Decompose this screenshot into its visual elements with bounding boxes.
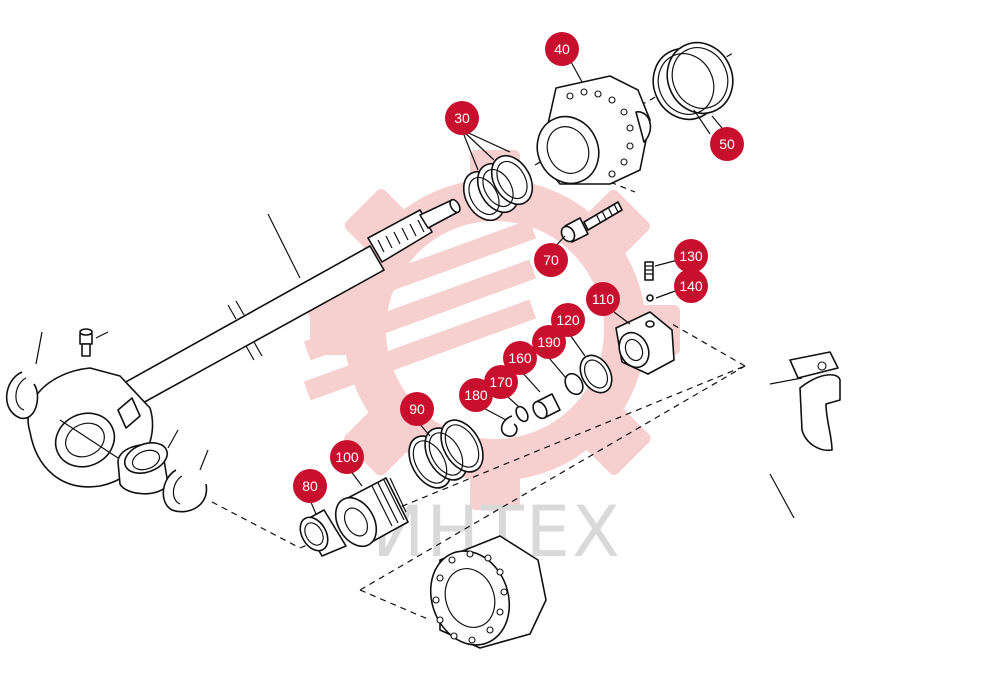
- bolt-holes: [566, 88, 634, 178]
- ring-180: [500, 415, 518, 438]
- gear-watermark-icon: [303, 150, 680, 510]
- callout-40[interactable]: 40: [545, 32, 579, 66]
- callout-170[interactable]: 170: [484, 365, 518, 399]
- ring-160: [532, 393, 561, 420]
- svg-text:40: 40: [554, 41, 570, 57]
- set-screw-130: [644, 261, 654, 281]
- svg-text:90: 90: [409, 401, 425, 417]
- piston-rings-90: [408, 419, 484, 489]
- svg-text:50: 50: [719, 136, 735, 152]
- seal-rings-30: [462, 154, 534, 222]
- ball-140: [646, 294, 654, 302]
- nut-110: [615, 311, 675, 375]
- o-rings-50: [652, 41, 734, 121]
- callout-140[interactable]: 140: [674, 269, 708, 303]
- retaining-ring-left: [5, 331, 43, 419]
- watermark: ИНТЕХ: [303, 150, 680, 573]
- svg-text:30: 30: [454, 110, 470, 126]
- callout-80[interactable]: 80: [293, 469, 327, 503]
- bushing-80: [299, 509, 347, 557]
- retaining-ring-right: [162, 449, 209, 513]
- cylinder-flange: [429, 535, 547, 649]
- callout-100[interactable]: 100: [330, 440, 364, 474]
- callout-190[interactable]: 190: [532, 325, 566, 359]
- callout-130[interactable]: 130: [674, 239, 708, 273]
- ring-120: [579, 354, 613, 394]
- svg-text:120: 120: [556, 312, 580, 328]
- piston-rod: [114, 198, 461, 411]
- cylinder-tube-end: [769, 351, 841, 519]
- svg-text:140: 140: [679, 278, 703, 294]
- svg-text:70: 70: [543, 252, 559, 268]
- callout-110[interactable]: 110: [586, 282, 620, 316]
- callout-50[interactable]: 50: [710, 127, 744, 161]
- svg-text:160: 160: [508, 350, 532, 366]
- piston-100: [334, 477, 409, 548]
- svg-text:170: 170: [489, 374, 513, 390]
- svg-text:180: 180: [464, 387, 488, 403]
- cylinder-head-40: [536, 75, 652, 185]
- callout-180[interactable]: 180: [459, 378, 493, 412]
- callouts: 40 50 30 70 130 140 110 120 190 160 170 …: [293, 32, 744, 503]
- callout-30[interactable]: 30: [445, 101, 479, 135]
- svg-text:80: 80: [302, 478, 318, 494]
- flange-bolt-holes: [432, 550, 508, 644]
- ring-170: [515, 405, 529, 423]
- ring-190: [564, 372, 584, 396]
- callout-90[interactable]: 90: [400, 392, 434, 426]
- grease-nipple: [79, 328, 109, 357]
- svg-text:130: 130: [679, 248, 703, 264]
- svg-text:110: 110: [592, 291, 615, 307]
- callout-120[interactable]: 120: [551, 303, 585, 337]
- svg-text:190: 190: [537, 334, 561, 350]
- screw-70: [560, 201, 623, 243]
- callout-70[interactable]: 70: [534, 243, 568, 277]
- callout-160[interactable]: 160: [503, 341, 537, 375]
- svg-text:100: 100: [335, 449, 359, 465]
